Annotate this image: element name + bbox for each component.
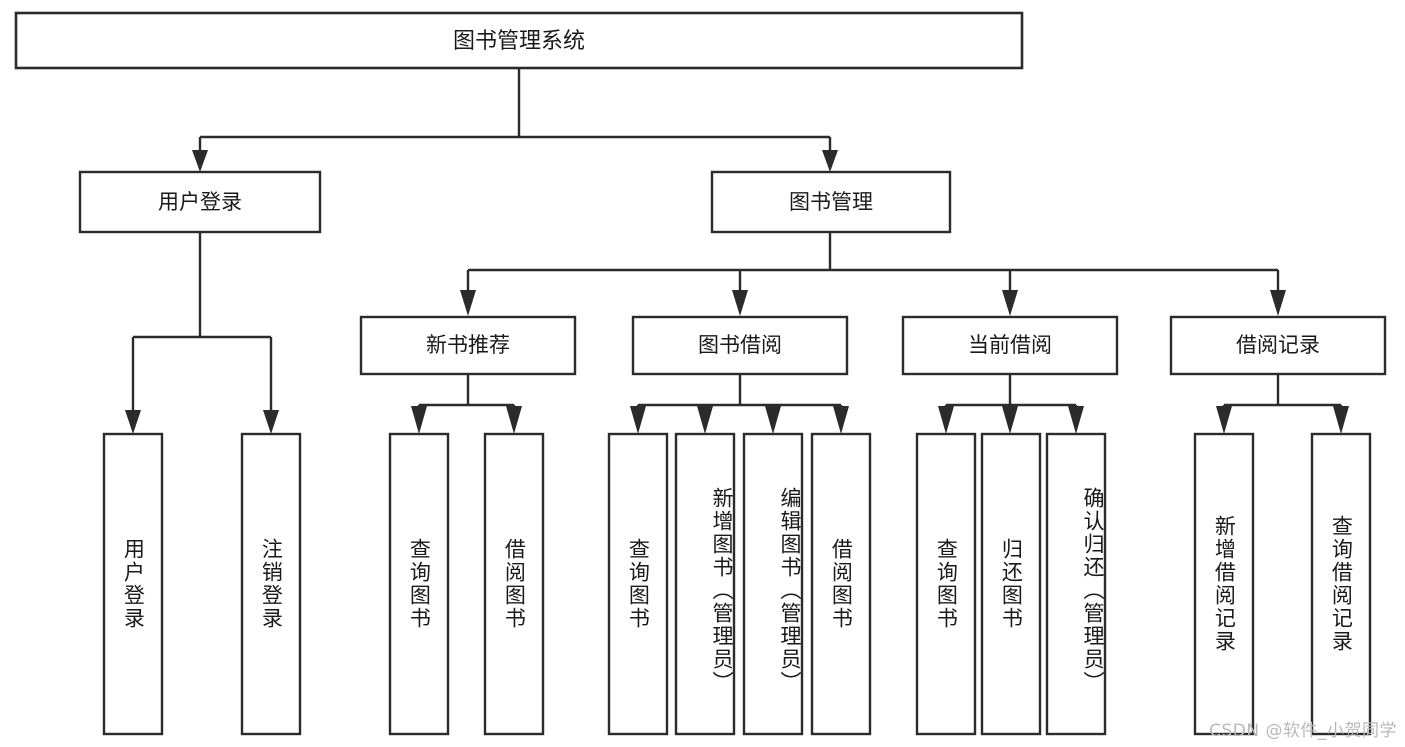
leaf-confirm-return-box[interactable] bbox=[1045, 432, 1107, 736]
arrow-to-new-book-recommend bbox=[460, 290, 476, 316]
leaf-user-logout-box[interactable] bbox=[240, 432, 302, 736]
arrow-to-leaf-user-login bbox=[125, 410, 141, 434]
leaf-borrow-book-2-box[interactable] bbox=[810, 432, 872, 736]
node-root-label: 图书管理系统 bbox=[453, 29, 585, 54]
arrow-to-leaf-query-record bbox=[1333, 406, 1349, 434]
arrow-root-to-user-login bbox=[192, 150, 208, 172]
node-current-borrow[interactable]: 当前借阅 bbox=[901, 315, 1119, 376]
leaf-query-record-box[interactable] bbox=[1310, 432, 1372, 736]
node-user-login-label: 用户登录 bbox=[158, 190, 242, 214]
node-user-login[interactable]: 用户登录 bbox=[78, 170, 322, 234]
node-user-login-box[interactable] bbox=[78, 170, 322, 234]
arrow-to-leaf-add-book bbox=[697, 406, 713, 434]
arrow-to-leaf-query-book-1 bbox=[411, 406, 427, 434]
node-current-borrow-box[interactable] bbox=[901, 315, 1119, 376]
arrow-to-leaf-borrow-book-2 bbox=[833, 406, 849, 434]
arrow-to-borrow-record bbox=[1270, 290, 1286, 316]
arrow-to-leaf-user-logout bbox=[263, 410, 279, 434]
leaf-query-book-1-box[interactable] bbox=[388, 432, 450, 736]
node-book-management[interactable]: 图书管理 bbox=[710, 170, 952, 234]
leaf-query-book-2-box[interactable] bbox=[607, 432, 669, 736]
node-book-borrow-box[interactable] bbox=[631, 315, 849, 376]
leaf-add-book-box[interactable] bbox=[674, 432, 736, 736]
node-borrow-record[interactable]: 借阅记录 bbox=[1169, 315, 1387, 376]
leaf-query-book-3-box[interactable] bbox=[915, 432, 977, 736]
node-root-box[interactable] bbox=[14, 11, 1024, 70]
node-book-borrow-label: 图书借阅 bbox=[698, 333, 782, 357]
node-new-book-recommend-box[interactable] bbox=[359, 315, 577, 376]
arrow-to-leaf-confirm-return bbox=[1068, 406, 1084, 434]
node-book-management-label: 图书管理 bbox=[789, 190, 873, 214]
arrow-to-book-borrow bbox=[732, 290, 748, 316]
arrow-to-leaf-edit-book bbox=[765, 406, 781, 434]
csdn-watermark: CSDN @软件_小贺同学 bbox=[1209, 721, 1397, 741]
arrow-to-leaf-return-book bbox=[1002, 406, 1018, 434]
node-new-book-recommend-label: 新书推荐 bbox=[426, 333, 510, 357]
node-new-book-recommend[interactable]: 新书推荐 bbox=[359, 315, 577, 376]
connector-layer bbox=[125, 68, 1349, 434]
arrow-root-to-book-management bbox=[822, 150, 838, 172]
leaf-user-login-box[interactable] bbox=[102, 432, 164, 736]
arrow-to-leaf-add-record bbox=[1216, 406, 1232, 434]
node-book-borrow[interactable]: 图书借阅 bbox=[631, 315, 849, 376]
leaf-return-book-box[interactable] bbox=[980, 432, 1042, 736]
leaf-edit-book-box[interactable] bbox=[742, 432, 804, 736]
arrow-to-current-borrow bbox=[1002, 290, 1018, 316]
leaf-borrow-book-1-box[interactable] bbox=[483, 432, 545, 736]
arrow-to-leaf-query-book-2 bbox=[630, 406, 646, 434]
node-root[interactable]: 图书管理系统 bbox=[14, 11, 1024, 70]
leaf-box-layer bbox=[102, 432, 1372, 736]
node-book-management-box[interactable] bbox=[710, 170, 952, 234]
node-borrow-record-box[interactable] bbox=[1169, 315, 1387, 376]
arrow-to-leaf-borrow-book-1 bbox=[506, 406, 522, 434]
node-current-borrow-label: 当前借阅 bbox=[968, 333, 1052, 357]
leaf-add-record-box[interactable] bbox=[1193, 432, 1255, 736]
arrow-to-leaf-query-book-3 bbox=[938, 406, 954, 434]
node-borrow-record-label: 借阅记录 bbox=[1236, 333, 1320, 357]
